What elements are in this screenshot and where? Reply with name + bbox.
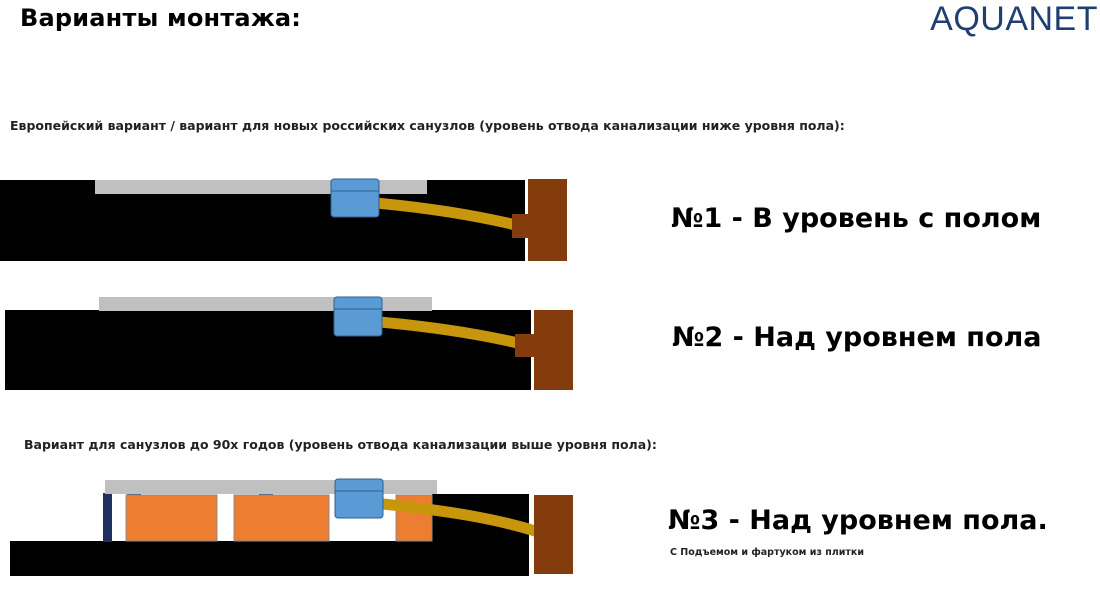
- drain-siphon: [330, 178, 380, 218]
- diagram-3: [10, 478, 573, 576]
- wall: [534, 495, 573, 574]
- shower-tray: [105, 480, 437, 494]
- wall: [534, 310, 573, 390]
- variant-3-note: С Подъемом и фартуком из плитки: [670, 547, 864, 558]
- drain-pipe: [382, 498, 552, 542]
- floor-slab: [5, 310, 531, 390]
- pipe-socket: [515, 334, 534, 357]
- wall: [528, 179, 567, 261]
- page-title: Варианты монтажа:: [20, 4, 302, 32]
- drain-pipe: [375, 197, 522, 232]
- variant-3-label: №3 - Над уровнем пола.: [668, 505, 1048, 536]
- floor-slab: [10, 541, 529, 576]
- drain-siphon: [334, 478, 384, 519]
- brick: [233, 494, 330, 542]
- brand-logo: AQUANET: [930, 0, 1098, 38]
- section-old-heading: Вариант для санузлов до 90х годов (урове…: [24, 437, 657, 452]
- brick: [125, 494, 218, 542]
- diagram-2: [5, 296, 573, 390]
- apron-tile: [103, 493, 112, 542]
- section-european-heading: Европейский вариант / вариант для новых …: [10, 118, 845, 133]
- variant-2-label: №2 - Над уровнем пола: [672, 322, 1042, 353]
- variant-1-label: №1 - В уровень с полом: [671, 203, 1042, 234]
- drain-siphon: [333, 296, 383, 337]
- diagram-1: [0, 178, 567, 261]
- pipe-socket: [512, 214, 530, 238]
- drain-pipe: [379, 316, 524, 350]
